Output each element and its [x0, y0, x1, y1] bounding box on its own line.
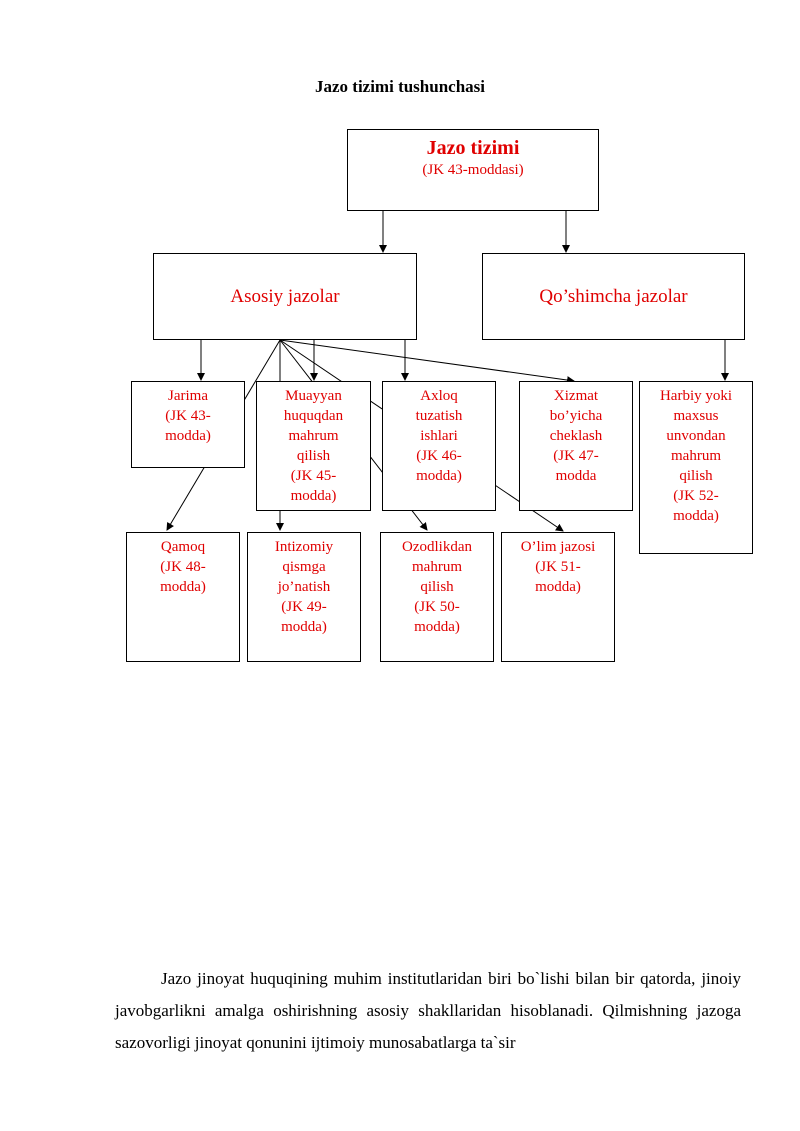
node-line: ishlari [420, 428, 458, 444]
body-paragraph: Jazo jinoyat huquqining muhim institutla… [115, 963, 741, 1059]
node-line: huquqdan [283, 408, 344, 424]
node-line: (JK 51- [535, 559, 581, 575]
node-line: modda) [165, 428, 211, 444]
node-muayyan: Muayyan huquqdan mahrum qilish (JK 45- m… [256, 381, 371, 511]
node-line: modda [555, 468, 597, 484]
node-line: bo’yicha [549, 408, 603, 424]
node-line: modda) [281, 619, 327, 635]
node-line: (JK 50- [414, 599, 460, 615]
node-line: modda) [535, 579, 581, 595]
node-qamoq: Qamoq (JK 48- modda) [126, 532, 240, 662]
node-olim: O’lim jazosi (JK 51- modda) [501, 532, 615, 662]
node-line: modda) [414, 619, 460, 635]
node-line: Qamoq [160, 539, 206, 555]
node-line: maxsus [673, 408, 719, 424]
node-line: unvondan [666, 428, 726, 444]
node-harbiy: Harbiy yoki maxsus unvondan mahrum qilis… [639, 381, 753, 554]
node-intizomiy: Intizomiy qismga jo’natish (JK 49- modda… [247, 532, 361, 662]
main-right-node: Qo’shimcha jazolar [482, 253, 745, 340]
node-ozodlik: Ozodlikdan mahrum qilish (JK 50- modda) [380, 532, 494, 662]
node-line: (JK 45- [290, 468, 337, 484]
node-line: modda) [290, 488, 337, 504]
node-axloq: Axloq tuzatish ishlari (JK 46- modda) [382, 381, 496, 511]
node-line: Intizomiy [274, 539, 334, 555]
node-line: (JK 43- [165, 408, 211, 424]
main-left-node: Asosiy jazolar [153, 253, 417, 340]
node-line: Harbiy yoki [659, 388, 733, 404]
body-paragraph-text: Jazo jinoyat huquqining muhim institutla… [115, 969, 741, 1052]
root-subtitle: (JK 43-moddasi) [422, 162, 524, 178]
node-jarima: Jarima (JK 43- modda) [131, 381, 245, 468]
node-line: (JK 52- [673, 488, 719, 504]
node-line: cheklash [549, 428, 603, 444]
node-line: Muayyan [285, 388, 342, 404]
node-line: jo’natish [277, 579, 331, 595]
node-xizmat: Xizmat bo’yicha cheklash (JK 47- modda [519, 381, 633, 511]
node-line: modda) [160, 579, 206, 595]
node-line: (JK 49- [281, 599, 327, 615]
node-line: qilish [679, 468, 713, 484]
node-line: Jarima [168, 388, 208, 404]
node-line: (JK 46- [416, 448, 462, 464]
node-line: qismga [282, 559, 326, 575]
node-line: Ozodlikdan [402, 539, 472, 555]
node-line: (JK 47- [553, 448, 599, 464]
node-line: qilish [296, 448, 331, 464]
main-left-label: Asosiy jazolar [230, 285, 340, 307]
node-line: mahrum [288, 428, 339, 444]
node-line: Xizmat [553, 388, 599, 404]
node-line: modda) [416, 468, 462, 484]
node-line: O’lim jazosi [520, 539, 596, 555]
node-line: qilish [420, 579, 454, 595]
node-line: mahrum [671, 448, 721, 464]
main-right-label: Qo’shimcha jazolar [539, 285, 688, 307]
node-line: Axloq [420, 388, 458, 404]
page-title: Jazo tizimi tushunchasi [314, 77, 486, 96]
root-node: Jazo tizimi (JK 43-moddasi) [347, 129, 599, 211]
node-line: modda) [673, 508, 719, 524]
node-line: (JK 48- [160, 559, 206, 575]
root-title: Jazo tizimi [426, 137, 520, 159]
node-line: mahrum [412, 559, 462, 575]
node-line: tuzatish [415, 408, 463, 424]
connector-hub-xizmat [279, 339, 575, 384]
